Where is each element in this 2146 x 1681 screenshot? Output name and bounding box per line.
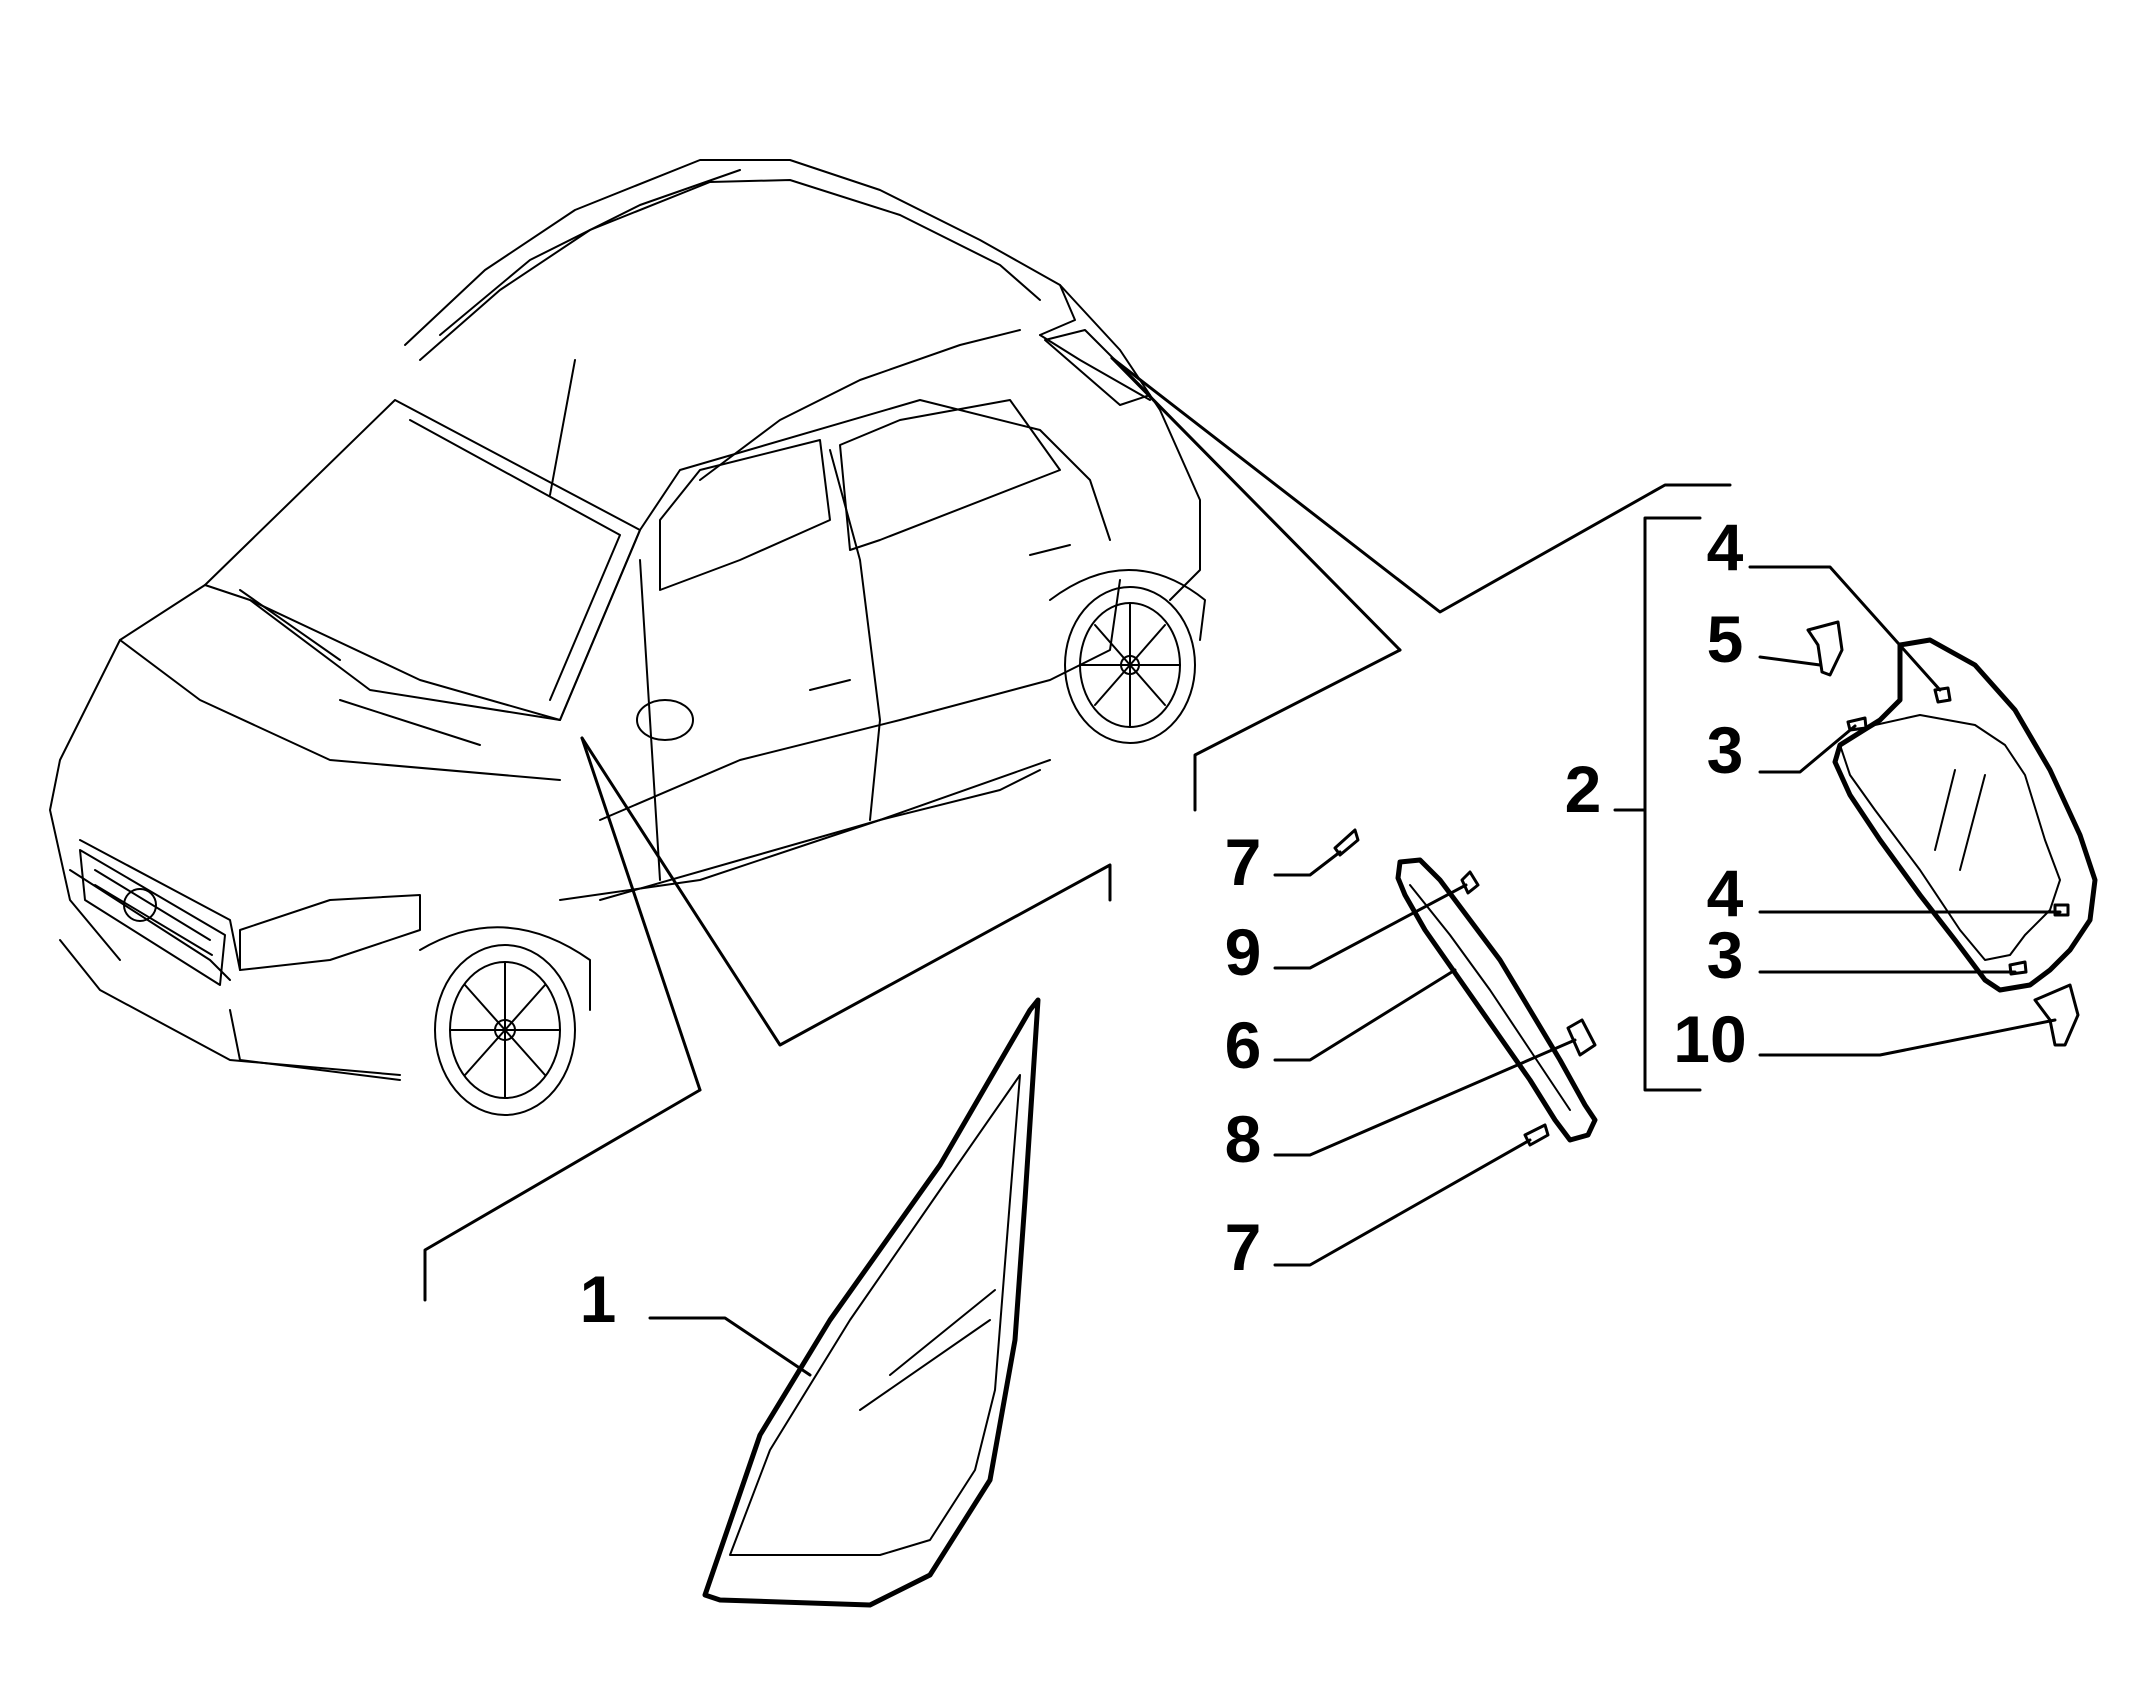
- callout-4-lower: 4: [1707, 856, 1744, 930]
- callout-8: 8: [1225, 1102, 1262, 1176]
- car-illustration: [49, 159, 1206, 1116]
- callout-10: 10: [1673, 1002, 1746, 1076]
- callout-labels: 1 2 3 3 4 4 5 6 7 7 8 9 10: [580, 510, 1747, 1336]
- callout-6: 6: [1225, 1008, 1262, 1082]
- callout-5: 5: [1707, 602, 1744, 676]
- leader-lines: [423, 356, 1732, 1302]
- callout-leaders: [648, 565, 2062, 1377]
- front-quarter-glass: [702, 997, 1041, 1608]
- pillar-trim-assembly: [1333, 828, 1598, 1147]
- rear-quarter-glass: [1806, 620, 2098, 1047]
- callout-4-upper: 4: [1707, 510, 1744, 584]
- callout-7-lower: 7: [1225, 1210, 1262, 1284]
- callout-9: 9: [1225, 915, 1262, 989]
- callout-7-upper: 7: [1225, 825, 1262, 899]
- callout-1: 1: [580, 1262, 617, 1336]
- group-bracket: [1613, 516, 1702, 1092]
- callout-2: 2: [1565, 752, 1602, 826]
- callout-3-lower: 3: [1707, 918, 1744, 992]
- callout-3-upper: 3: [1707, 713, 1744, 787]
